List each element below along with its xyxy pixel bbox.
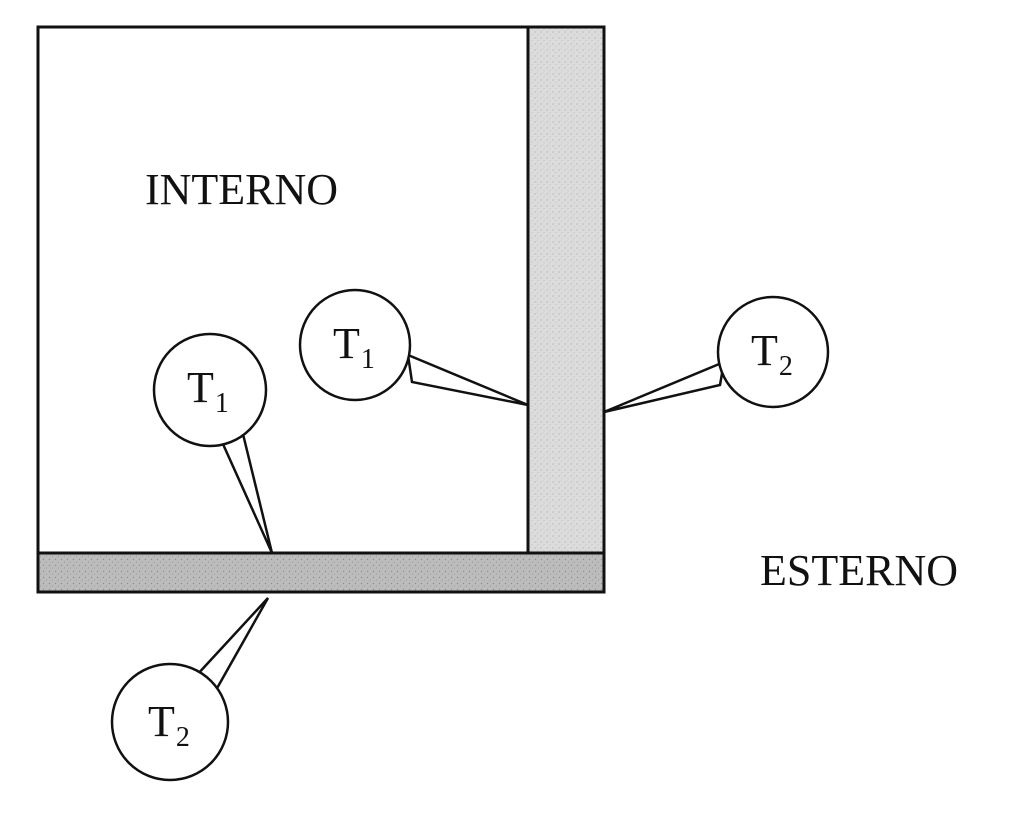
interior-label: INTERNO [145, 165, 338, 214]
callout-wall-outer-pointer [603, 359, 726, 414]
callout-wall-outer-letter: T2 [751, 326, 793, 382]
callout-floor-inner-bubble [152, 332, 268, 448]
floor-slab [36, 551, 606, 594]
callout-floor-inner-letter: T1 [187, 363, 229, 419]
callout-floor-outer-letter: T2 [148, 697, 190, 753]
callout-wall-inner: T1 [298, 288, 529, 407]
callout-floor-outer-bubble [110, 662, 230, 782]
callout-wall-outer-bubble [716, 295, 830, 409]
vertical-wall [526, 25, 606, 555]
callout-floor-outer: T2 [110, 597, 270, 782]
exterior-label: ESTERNO [760, 546, 958, 595]
callout-wall-inner-bubble [298, 288, 412, 402]
callout-floor-inner-pointer [216, 428, 274, 554]
callout-wall-outer: T2 [603, 295, 830, 414]
callout-wall-inner-letter: T1 [333, 319, 375, 375]
callout-wall-inner-pointer [406, 352, 529, 407]
callout-floor-inner: T1 [152, 332, 274, 554]
room-outline [36, 25, 528, 553]
